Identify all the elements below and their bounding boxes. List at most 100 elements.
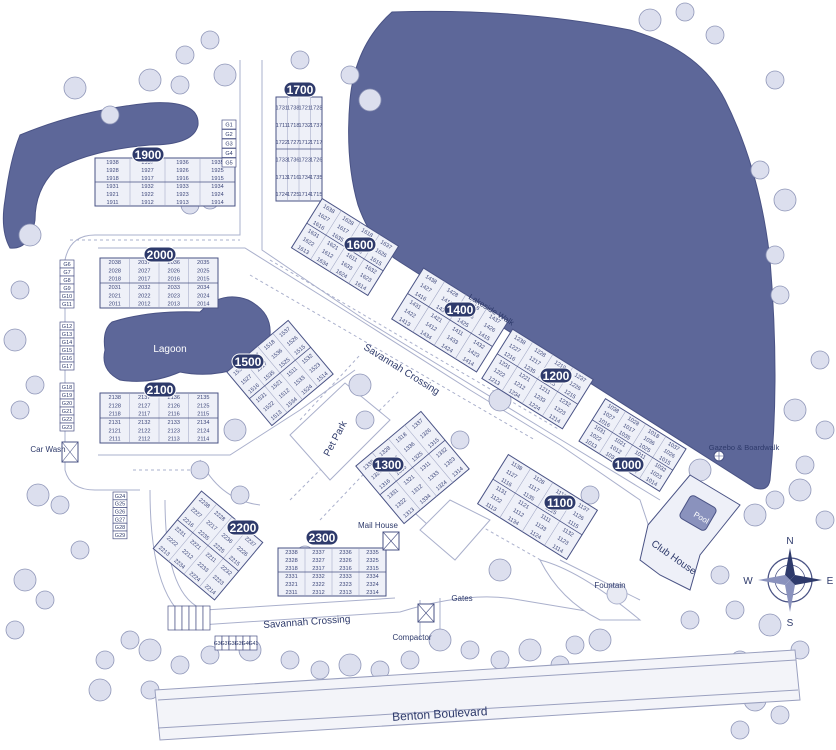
unit-number: 1018 [646, 428, 660, 440]
building-badge-1700[interactable]: 1700 [283, 81, 317, 98]
building-badge-1000[interactable]: 1000 [611, 456, 645, 473]
unit-number: 2337 [312, 550, 324, 556]
garage-g14[interactable]: G14 [59, 337, 75, 347]
car-wash-building [61, 441, 79, 463]
unit-number: 1122 [489, 494, 502, 505]
tree-icon [100, 105, 120, 125]
garage-label: G41 [249, 641, 259, 647]
unit-number: 1733 [276, 157, 288, 163]
unit-number: 1421 [429, 313, 443, 325]
unit-number: 1423 [466, 348, 480, 360]
garage-g12[interactable]: G12 [59, 321, 75, 331]
club-house[interactable] [639, 474, 741, 591]
garage-g8[interactable]: G8 [59, 275, 75, 285]
unit-number: 2124 [197, 428, 209, 434]
unit-number: 1216 [502, 351, 516, 363]
building-badge-1300[interactable]: 1300 [371, 456, 405, 473]
garage-g27[interactable]: G27 [112, 515, 128, 524]
unit-number: 1717 [310, 140, 322, 146]
unit-number: 1214 [547, 413, 561, 425]
unit-number: 1131 [494, 485, 507, 496]
garage-g18[interactable]: G18 [59, 382, 75, 392]
garage-g3[interactable]: G3 [221, 138, 237, 149]
garage-g2[interactable]: G2 [221, 129, 237, 139]
garage-g26[interactable]: G26 [112, 507, 128, 516]
unit-number: 1015 [658, 455, 672, 467]
unit-number: 2135 [197, 395, 209, 401]
unit-number: 1724 [276, 192, 288, 198]
unit-number: 1116 [500, 477, 513, 488]
unit-number: 1011 [633, 450, 646, 461]
unit-number: 1028 [626, 416, 640, 428]
garage-g5[interactable]: G5 [221, 157, 237, 168]
garage-g15[interactable]: G15 [59, 345, 75, 355]
garage-g9[interactable]: G9 [59, 283, 75, 293]
unit-number: 1121 [517, 499, 530, 510]
garage-g16[interactable]: G16 [59, 353, 75, 363]
garage-g11[interactable]: G11 [59, 299, 75, 309]
tree-icon [213, 63, 237, 87]
garage-g6[interactable]: G6 [59, 259, 75, 269]
garage-g21[interactable]: G21 [59, 406, 75, 416]
garage-label: G39 [235, 641, 245, 647]
garage-g41[interactable]: G41 [249, 635, 259, 651]
unit-number: 2013 [168, 302, 180, 308]
garage-g22[interactable]: G22 [59, 414, 75, 424]
building-badge-1400[interactable]: 1400 [443, 301, 477, 318]
garage-g24[interactable]: G24 [112, 491, 128, 501]
garage-g28[interactable]: G28 [112, 522, 128, 532]
building-badge-1100[interactable]: 1100 [543, 494, 577, 511]
unit-number: 2137 [138, 395, 150, 401]
building-badge-1600[interactable]: 1600 [343, 236, 377, 253]
tree-icon [705, 25, 725, 45]
garage-g25[interactable]: G25 [112, 499, 128, 508]
unit-number: 1426 [482, 322, 496, 334]
garage-g17[interactable]: G17 [59, 361, 75, 371]
unit-number: 1727 [287, 140, 299, 146]
unit-number: 2134 [197, 420, 209, 426]
garage-g7[interactable]: G7 [59, 267, 75, 277]
building-1300[interactable]: 1338132813181337132713171336132613161335… [355, 410, 470, 525]
garage-g1[interactable]: G1 [221, 119, 237, 130]
unit-number: 1634 [315, 257, 329, 269]
unit-number: 2315 [366, 566, 378, 572]
tree-icon [223, 418, 247, 442]
building-badge-1500[interactable]: 1500 [231, 353, 265, 370]
building-2200[interactable]: 2238222822182237222722172236222622162235… [152, 490, 264, 601]
building-1500[interactable]: 1538152815181537152715171536152615161535… [226, 319, 334, 427]
garage-g23[interactable]: G23 [59, 422, 75, 432]
building-badge-2000[interactable]: 2000 [143, 246, 177, 263]
building-1100[interactable]: 1138112811181137112711171136112611161135… [476, 453, 599, 561]
unit-number: 1035 [617, 430, 631, 442]
garage-g13[interactable]: G13 [59, 329, 75, 339]
unit-number: 1712 [299, 140, 311, 146]
unit-number: 1425 [456, 318, 470, 330]
building-badge-1900[interactable]: 1900 [131, 146, 165, 163]
garage-g10[interactable]: G10 [59, 291, 75, 301]
tree-icon [488, 558, 512, 582]
building-number: 2100 [147, 383, 174, 397]
unit-number: 1034 [604, 451, 618, 463]
garage-g19[interactable]: G19 [59, 390, 75, 400]
building-badge-2300[interactable]: 2300 [305, 529, 339, 546]
building-number: 1000 [615, 458, 642, 472]
unit-number: 1721 [299, 105, 311, 111]
unit-number: 2036 [168, 260, 180, 266]
unit-number: 2031 [109, 285, 121, 291]
garage-g29[interactable]: G29 [112, 530, 128, 540]
garage-g35[interactable]: G35 [202, 605, 212, 631]
building-badge-1200[interactable]: 1200 [539, 367, 573, 384]
building-badge-2200[interactable]: 2200 [226, 519, 260, 536]
building-badge-2100[interactable]: 2100 [143, 381, 177, 398]
garage-g4[interactable]: G4 [221, 148, 237, 158]
pool [679, 495, 717, 531]
pet-park [289, 382, 391, 481]
garage-g20[interactable]: G20 [59, 398, 75, 408]
unit-number: 1111 [539, 513, 552, 524]
unit-number: 2038 [109, 260, 121, 266]
